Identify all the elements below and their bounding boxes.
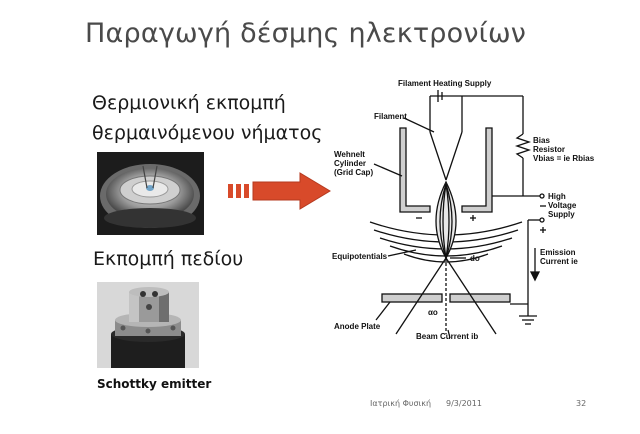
label-hv-line1: High	[548, 192, 566, 201]
label-filament: Filament	[374, 112, 407, 121]
label-bias-line2: Resistor	[533, 145, 566, 154]
label-bias-resistor: Bias Resistor Vbias = ie Rbias	[533, 136, 594, 163]
footer-date: 9/3/2011	[446, 399, 482, 408]
label-filament-heating-supply: Filament Heating Supply	[398, 79, 492, 88]
label-bias-line1: Bias	[533, 136, 550, 145]
label-bias-equation: Vbias = ie Rbias	[533, 154, 595, 163]
label-emission-line2: Current ie	[540, 257, 578, 266]
footer-page-number: 32	[576, 399, 587, 408]
label-hv-line2: Voltage	[548, 201, 577, 210]
bullet-field-emission: Εκπομπή πεδίου	[93, 248, 244, 270]
bullet-thermionic-emission: Θερμιονική εκπομπή θερμαινόμενου νήματος	[92, 88, 322, 148]
label-high-voltage-supply: High Voltage Supply	[548, 192, 576, 219]
filament-photo	[97, 152, 204, 235]
label-anode-plate: Anode Plate	[334, 322, 381, 331]
label-emission-line1: Emission	[540, 248, 576, 257]
bullet-thermionic-line2: θερμαινόμενου νήματος	[92, 122, 323, 144]
label-emission-current: Emission Current ie	[540, 248, 578, 266]
slide-title: Παραγωγή δέσμης ηλεκτρονίων	[85, 18, 527, 49]
label-wehnelt-line3: (Grid Cap)	[334, 168, 374, 177]
photo-caption: Schottky emitter	[97, 377, 212, 391]
label-hv-line3: Supply	[548, 210, 575, 219]
label-alpha0: αo	[428, 308, 438, 317]
label-d0: do	[470, 254, 480, 263]
footer-course: Ιατρική Φυσική	[370, 399, 432, 408]
bullet-thermionic-line1: Θερμιονική εκπομπή	[92, 92, 286, 114]
electron-gun-schematic	[369, 90, 546, 339]
electron-gun-diagram: Filament Heating Supply Filament Wehnelt…	[330, 72, 594, 342]
label-wehnelt-cylinder: Wehnelt Cylinder (Grid Cap)	[334, 150, 373, 177]
label-equipotentials: Equipotentials	[332, 252, 388, 261]
right-arrow-icon	[228, 172, 331, 210]
label-beam-current: Beam Current ib	[416, 332, 479, 341]
label-wehnelt-line1: Wehnelt	[334, 150, 365, 159]
schottky-emitter-photo	[97, 282, 199, 368]
label-wehnelt-line2: Cylinder	[334, 159, 367, 168]
